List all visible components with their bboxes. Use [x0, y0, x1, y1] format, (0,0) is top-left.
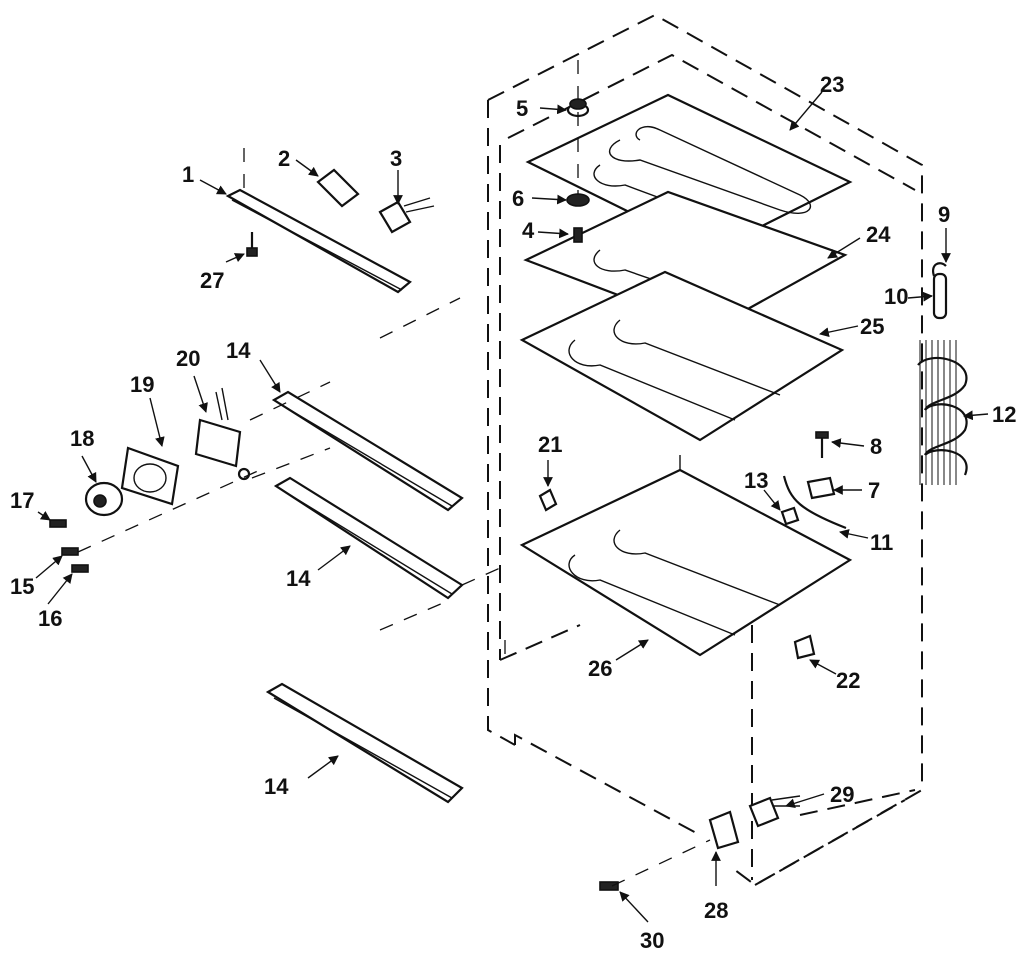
label-part-14-lower: 14: [264, 774, 289, 799]
label-part-19: 19: [130, 372, 154, 397]
clip-part-21: [538, 488, 558, 512]
label-part-3: 3: [390, 146, 402, 171]
label-part-28: 28: [704, 898, 728, 923]
label-part-16: 16: [38, 606, 62, 631]
label-part-11: 11: [870, 530, 893, 555]
label-part-22: 22: [836, 668, 860, 693]
label-part-10: 10: [884, 284, 908, 309]
grommet-part-5: [566, 60, 590, 200]
label-part-25: 25: [860, 314, 884, 339]
label-part-15: 15: [10, 574, 34, 599]
wire-part-11: [782, 475, 847, 530]
screw-part-8: [815, 431, 829, 458]
knob-part-18: [84, 481, 124, 517]
rail-part-14-upper: [271, 390, 464, 512]
label-part-8: 8: [870, 434, 882, 459]
label-part-18: 18: [70, 426, 94, 451]
label-part-12: 12: [992, 402, 1016, 427]
label-part-4: 4: [522, 218, 535, 243]
leader-arrows: [35, 91, 989, 923]
block-part-7: [806, 476, 836, 500]
label-part-20: 20: [176, 346, 200, 371]
label-part-26: 26: [588, 656, 612, 681]
label-part-30: 30: [640, 928, 664, 953]
alignment-lines: [77, 297, 711, 887]
part-labels: 1 2 3 4 5 6 7 8 9 10 11 12 13 14 14 14 1…: [10, 72, 1016, 953]
screw-part-4: [573, 227, 583, 243]
label-part-17: 17: [10, 488, 34, 513]
label-part-9: 9: [938, 202, 950, 227]
screw-part-17: [49, 519, 67, 528]
label-part-14-middle: 14: [286, 566, 311, 591]
socket-part-3: [378, 197, 435, 234]
label-part-7: 7: [868, 478, 880, 503]
thermostat-part-20: [194, 387, 251, 481]
shelf-26: [519, 455, 853, 657]
label-part-23: 23: [820, 72, 844, 97]
label-part-6: 6: [512, 186, 524, 211]
label-part-2: 2: [278, 146, 290, 171]
shelf-25: [519, 270, 845, 442]
screw-part-27: [246, 232, 258, 257]
light-bulb-part-2: [316, 168, 360, 208]
bezel-part-19: [120, 446, 180, 506]
drier-part-10: [932, 262, 948, 320]
rail-part-14-lower: [265, 682, 464, 804]
screw-part-30: [599, 881, 619, 891]
condenser-coil-12: [917, 340, 968, 485]
screw-part-16: [71, 564, 89, 573]
screw-part-15: [61, 547, 79, 556]
label-part-29: 29: [830, 782, 854, 807]
rail-part-1: [225, 148, 412, 294]
label-part-1: 1: [182, 162, 194, 187]
washer-part-6: [566, 193, 590, 207]
label-part-5: 5: [516, 96, 528, 121]
clip-part-22: [793, 634, 816, 660]
clip-part-13: [780, 506, 800, 526]
label-part-14-upper: 14: [226, 338, 251, 363]
label-part-13: 13: [744, 468, 768, 493]
plug-part-29: [748, 795, 801, 828]
bracket-part-28: [708, 810, 740, 850]
label-part-21: 21: [538, 432, 562, 457]
cabinet-outline: [487, 13, 923, 887]
label-part-24: 24: [866, 222, 891, 247]
label-part-27: 27: [200, 268, 224, 293]
